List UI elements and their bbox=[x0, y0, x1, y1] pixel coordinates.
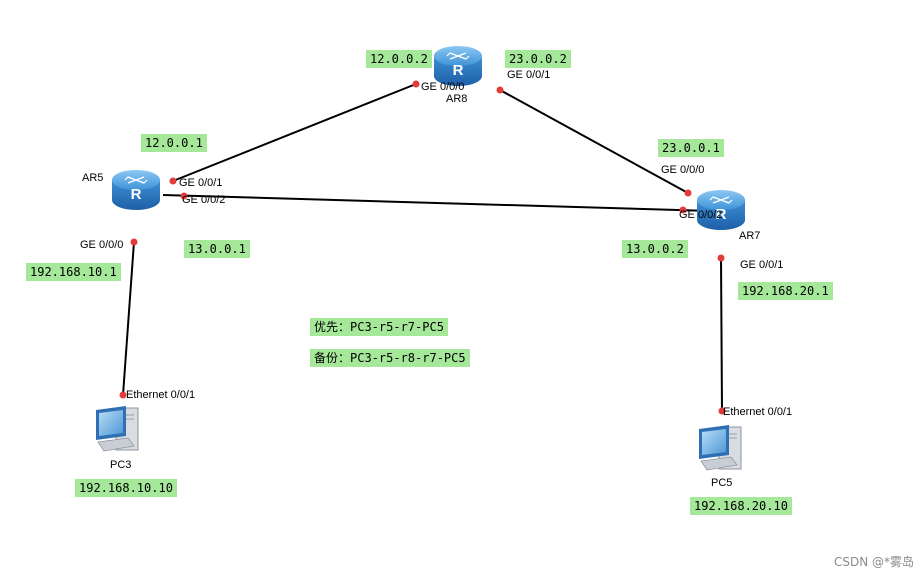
port-dot bbox=[412, 80, 420, 88]
ip-label: 23.0.0.1 bbox=[658, 139, 724, 157]
port-dot bbox=[119, 391, 127, 399]
port-dot bbox=[496, 86, 504, 94]
interface-label: Ethernet 0/0/1 bbox=[126, 389, 196, 401]
router-icon[interactable] bbox=[111, 169, 161, 211]
interface-label: GE 0/0/1 bbox=[740, 259, 784, 271]
port-dot bbox=[684, 189, 692, 197]
ip-label: 192.168.10.1 bbox=[26, 263, 121, 281]
device-label-ar8: AR8 bbox=[446, 93, 468, 105]
port-dot bbox=[679, 206, 687, 214]
device-label-ar7: AR7 bbox=[739, 230, 761, 242]
ip-label: 12.0.0.2 bbox=[366, 50, 432, 68]
ip-label: 192.168.20.10 bbox=[690, 497, 792, 515]
watermark: CSDN @*雾岛 bbox=[833, 555, 914, 569]
port-dot bbox=[717, 254, 725, 262]
ip-label: 23.0.0.2 bbox=[505, 50, 571, 68]
link-ar7-pc5 bbox=[720, 257, 723, 412]
link-ar8-ar7 bbox=[499, 89, 689, 194]
interface-label: GE 0/0/0 bbox=[80, 239, 124, 251]
ip-label: 192.168.10.10 bbox=[75, 479, 177, 497]
pc-icon[interactable] bbox=[95, 405, 139, 452]
device-label-pc3: PC3 bbox=[110, 459, 132, 471]
device-label-ar5: AR5 bbox=[82, 172, 104, 184]
device-label-pc5: PC5 bbox=[711, 477, 733, 489]
port-dot bbox=[169, 177, 177, 185]
ip-label: 192.168.20.1 bbox=[738, 282, 833, 300]
interface-label: GE 0/0/1 bbox=[507, 69, 551, 81]
interface-label: Ethernet 0/0/1 bbox=[723, 406, 793, 418]
link-ar5-ar8 bbox=[172, 83, 417, 182]
interface-label: GE 0/0/2 bbox=[182, 194, 226, 206]
interface-label: GE 0/0/0 bbox=[661, 164, 705, 176]
pc-icon[interactable] bbox=[698, 424, 742, 471]
ip-label: 13.0.0.2 bbox=[622, 240, 688, 258]
ip-label: 13.0.0.1 bbox=[184, 240, 250, 258]
port-dot bbox=[180, 192, 188, 200]
router-icon[interactable] bbox=[433, 45, 483, 87]
interface-label: GE 0/0/1 bbox=[179, 177, 223, 189]
ip-label: 12.0.0.1 bbox=[141, 134, 207, 152]
port-dot bbox=[130, 238, 138, 246]
interface-label: GE 0/0/0 bbox=[421, 81, 465, 93]
backup-route-note: 备份：PC3-r5-r8-r7-PC5 bbox=[310, 349, 470, 367]
port-dot bbox=[718, 407, 726, 415]
primary-route-note: 优先：PC3-r5-r7-PC5 bbox=[310, 318, 448, 336]
interface-label: GE 0/0/2 bbox=[679, 209, 723, 221]
link-ar5-pc3 bbox=[122, 241, 135, 396]
link-ar5-ar7 bbox=[162, 194, 713, 212]
